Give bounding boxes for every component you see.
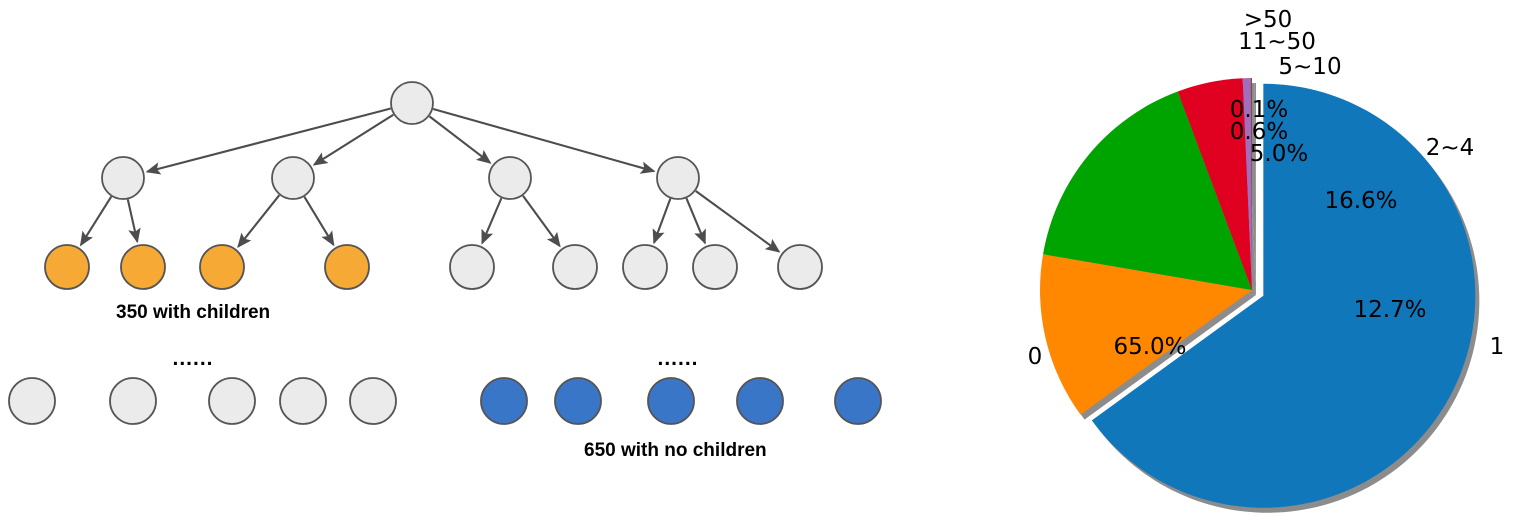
- pie-value-label-11_50: 0.6%: [1230, 119, 1288, 145]
- tree-node: [777, 244, 823, 290]
- tree-node: [692, 244, 738, 290]
- pie-svg: 65.0% 12.7% 16.6% 5.0%0.6%0.1% 0 1 2~4 5~1011~…: [1028, 7, 1505, 513]
- pie-value-label-2_4: 16.6%: [1324, 188, 1397, 214]
- tree-node-with-children: [120, 244, 166, 290]
- tree-node: [271, 156, 315, 200]
- tree-edge: [79, 196, 113, 247]
- tree-node-no-children: [554, 377, 602, 425]
- tree-edge: [652, 198, 672, 245]
- tree-node: [109, 377, 157, 425]
- tree-node: [449, 244, 495, 290]
- pie-slice-11_50[interactable]: [1242, 78, 1252, 290]
- tree-node: [656, 156, 700, 200]
- tree-edge: [481, 197, 503, 245]
- tree-nodes: [8, 81, 882, 425]
- pie-category-label-_50: >50: [1244, 7, 1293, 33]
- ellipsis-left: ......: [172, 347, 213, 370]
- tree-node-no-children: [834, 377, 882, 425]
- pie-category-label-5_10: 5~10: [1278, 54, 1341, 80]
- tree-edge: [685, 197, 706, 245]
- tree-diagram-panel: ...... ...... 350 with children 650 with…: [8, 81, 882, 461]
- tree-node: [101, 156, 145, 200]
- label-350-with-children: 350 with children: [116, 302, 270, 323]
- pie-category-label-1: 1: [1490, 334, 1505, 360]
- pie-value-label-0: 65.0%: [1113, 334, 1186, 360]
- pie-slice-1[interactable]: [1040, 254, 1252, 415]
- tree-edge: [432, 107, 656, 174]
- label-650-with-no-children: 650 with no children: [584, 440, 767, 461]
- tree-edge: [126, 199, 141, 244]
- tree-node-with-children: [44, 244, 90, 290]
- tree-edge: [303, 196, 335, 247]
- tree-node-no-children: [736, 377, 784, 425]
- pie-category-label-0: 0: [1028, 344, 1043, 370]
- tree-svg: ...... ...... 350 with children 650 with…: [8, 81, 882, 461]
- tree-edges: [79, 107, 781, 253]
- tree-edge: [522, 195, 561, 248]
- tree-node-no-children: [480, 377, 528, 425]
- tree-node-with-children: [324, 244, 370, 290]
- pie-value-label-_50: 0.1%: [1230, 97, 1288, 123]
- tree-edge: [145, 107, 391, 175]
- tree-node: [349, 377, 397, 425]
- pie-value-labels: 65.0% 12.7% 16.6% 5.0%0.6%0.1%: [1113, 97, 1426, 360]
- pie-slice-_50[interactable]: [1250, 78, 1252, 290]
- tree-node: [279, 377, 327, 425]
- pie-slice-5_10[interactable]: [1177, 78, 1252, 290]
- pie-category-label-2_4: 2~4: [1426, 135, 1475, 161]
- tree-edge: [428, 115, 492, 164]
- tree-edge: [695, 190, 781, 253]
- pie-slices: [1040, 78, 1476, 508]
- pie-value-label-1: 12.7%: [1353, 297, 1426, 323]
- tree-node: [208, 377, 256, 425]
- ellipsis-right: ......: [657, 347, 698, 370]
- tree-node: [488, 156, 532, 200]
- tree-node-with-children: [199, 244, 245, 290]
- pie-slice-shadow: [1254, 83, 1256, 295]
- tree-edge: [312, 113, 394, 166]
- tree-node: [8, 377, 56, 425]
- tree-node: [622, 244, 668, 290]
- pie-slice-0[interactable]: [1091, 83, 1476, 508]
- tree-node-no-children: [647, 377, 695, 425]
- tree-node: [552, 244, 598, 290]
- tree-edge: [237, 194, 281, 248]
- pie-slice-2_4[interactable]: [1043, 91, 1252, 291]
- pie-value-label-5_10: 5.0%: [1250, 141, 1308, 167]
- tree-node: [390, 81, 434, 125]
- pie-category-label-11_50: 11~50: [1238, 29, 1316, 55]
